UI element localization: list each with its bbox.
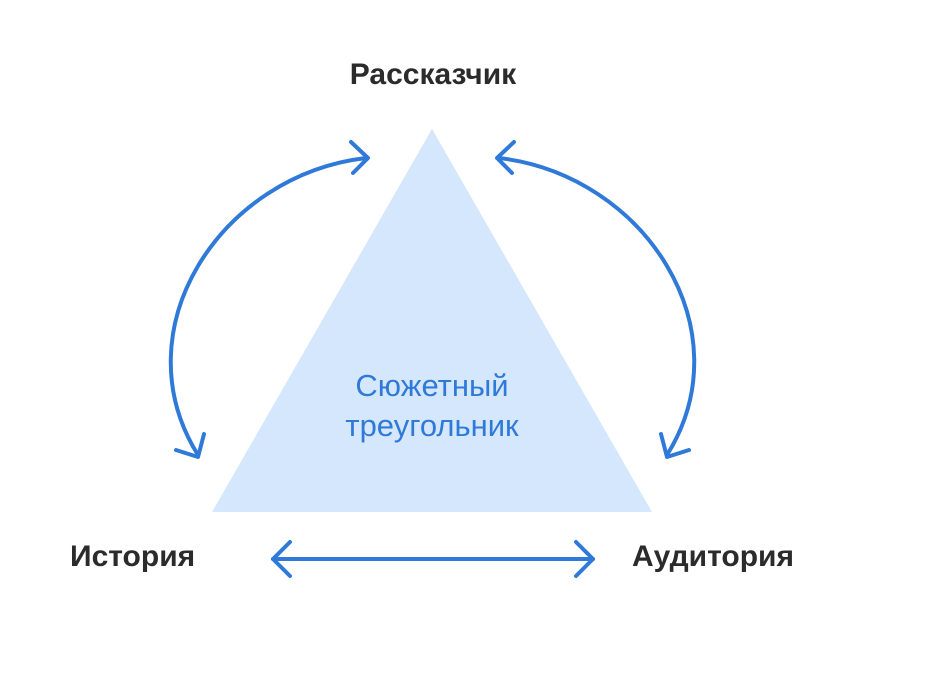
arrow-narrator-story — [168, 140, 370, 459]
arrow-story-audience-head-right — [574, 540, 595, 578]
node-narrator-label: Рассказчик — [349, 58, 517, 91]
triangle-title: Сюжетный треугольник — [345, 366, 518, 446]
triangle-shape — [212, 129, 652, 512]
arrow-narrator-story-curve — [168, 156, 368, 457]
triangle-title-line-2: треугольник — [345, 408, 519, 443]
triangle-title-line-1: Сюжетный — [355, 368, 509, 403]
arrow-narrator-audience — [495, 140, 697, 459]
arrow-narrator-audience-curve — [497, 156, 697, 457]
arrow-story-audience — [271, 540, 595, 578]
arrow-narrator-audience-head-bottom — [659, 432, 691, 459]
arrow-narrator-story-head-top — [349, 140, 370, 175]
node-audience-label: Аудитория — [632, 540, 794, 573]
arrow-story-audience-head-left — [271, 540, 292, 578]
node-story-label: История — [70, 540, 196, 573]
arrow-narrator-story-head-bottom — [174, 432, 206, 459]
arrow-narrator-audience-head-top — [495, 140, 516, 175]
